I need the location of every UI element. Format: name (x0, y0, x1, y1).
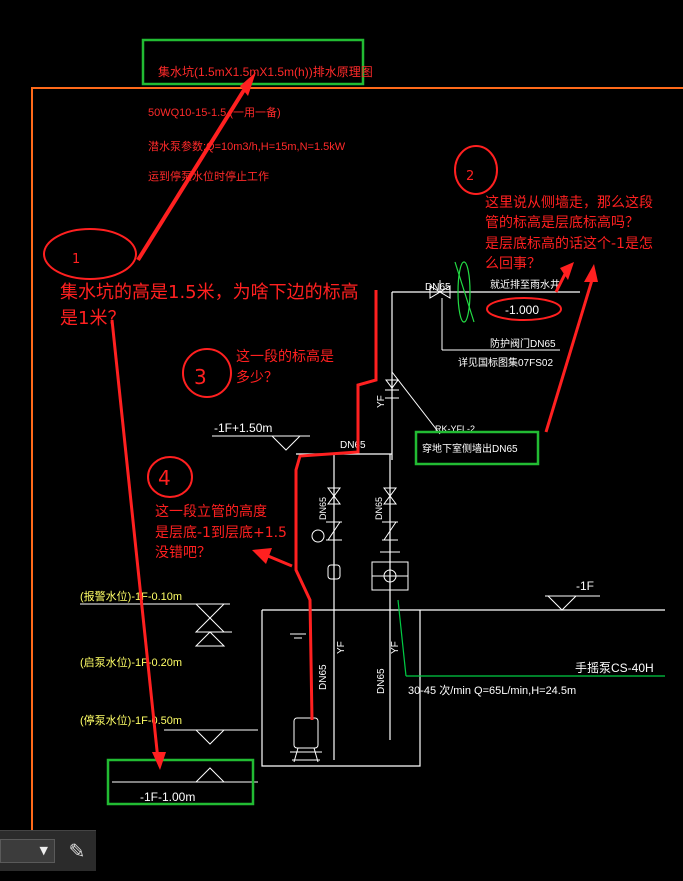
gate-valve-right (383, 487, 397, 505)
edit-button[interactable]: ✎ (62, 837, 92, 865)
annotation-1-text-line2: 是1米？ (60, 308, 125, 329)
annotation-4-arrow (267, 554, 293, 568)
hand-pump-leader (397, 599, 407, 677)
floor-elev-marker (546, 595, 578, 611)
check-valve-upper (385, 379, 399, 399)
elev-150-marker (270, 435, 302, 451)
flexible-joint-icon (327, 564, 341, 580)
pump-note: 运到停泵水位时停止工作 (148, 169, 269, 183)
yf-label-2: YF (390, 641, 401, 654)
hand-pump-label: 手摇泵CS-40H (575, 661, 654, 675)
annotation-4-arrowhead (252, 548, 272, 564)
annotation-2-arrow-long (544, 279, 594, 433)
hand-pump-icon (371, 548, 409, 591)
annotation-2-arrow-short (554, 271, 568, 293)
annotation-2-number: 2 (466, 169, 474, 184)
annotation-2-arrowhead-long (584, 264, 598, 282)
annotation-4-line1: 这一段立管的高度 (155, 503, 267, 520)
level-markers-mid (194, 617, 232, 647)
annotation-2-line2: 管的标高是层底标高吗？ (485, 214, 639, 231)
floor-elev-label: -1F (576, 579, 594, 593)
annotation-4-circle (147, 456, 193, 498)
bottom-elevation: -1F-1.00m (140, 790, 195, 804)
annotation-4-line2: 是层底-1到层底+1.5 (155, 525, 287, 541)
bottom-elev-highlight-box (106, 758, 255, 806)
drawing-canvas[interactable]: 集水坑(1.5mX1.5mX1.5m(h))排水原理图 50WQ10-15-1.… (0, 0, 683, 830)
pressure-gauge-icon (311, 529, 325, 543)
elev-150-label: -1F+1.50m (214, 421, 272, 435)
drawing-title: 集水坑(1.5mX1.5mX1.5m(h))排水原理图 (158, 64, 373, 79)
gate-valve-symbol (429, 280, 451, 299)
check-valve-left (326, 521, 342, 541)
frame-border (31, 87, 683, 830)
layer-dropdown[interactable]: ▼ (0, 839, 55, 863)
level-start: (启泵水位)-1F-0.20m (80, 655, 182, 669)
wall-pipe-highlight-box (414, 430, 540, 466)
dn65-right-label: DN65 (376, 668, 387, 694)
bottom-toolbar: ▼ ✎ (0, 830, 96, 871)
wall-pipe-label: 穿地下室侧墙出DN65 (422, 442, 518, 455)
wall-sleeve-symbol (454, 261, 475, 323)
annotation-1-text-line1: 集水坑的高是1.5米，为啥下边的标高 (60, 282, 359, 303)
annotation-4-number: 4 (158, 466, 171, 490)
submersible-pump-icon (290, 717, 322, 763)
dn65-v1-label: DN65 (318, 497, 328, 520)
wall-pipe-leader (391, 371, 441, 435)
wall-pipe-code: RK-YFL-2 (435, 424, 475, 434)
outlet-label: 就近排至雨水井 (490, 278, 560, 291)
annotation-2-line3: 是层底标高的话这个-1是怎 (485, 235, 653, 252)
edit-icon: ✎ (68, 839, 86, 863)
svg-text:(报警水位)-1F-0.10m: (报警水位)-1F-0.10m (80, 589, 182, 603)
dn65-left-label: DN65 (318, 664, 329, 690)
dn65-mid-label: DN65 (340, 440, 366, 451)
annotation-1-circle (43, 228, 137, 280)
annotation-traced-pipe (294, 290, 378, 721)
annotation-3-line2: 多少？ (236, 369, 278, 386)
annotation-1-arrowhead-down (152, 752, 166, 770)
outlet-elev-circle (486, 297, 562, 321)
sump-pit-outline (261, 610, 421, 767)
annotation-3-line1: 这一段的标高是 (236, 348, 334, 365)
dn65-top-label: DN65 (425, 282, 451, 293)
title-highlight-box (141, 38, 365, 86)
level-stop: (停泵水位)-1F-0.50m (80, 713, 182, 727)
annotation-1-arrowhead-up (240, 72, 256, 96)
annotation-1-arrow-up (136, 88, 246, 262)
chevron-down-icon: ▼ (39, 844, 48, 857)
yf-label-1: YF (336, 641, 347, 654)
gate-valve-left (327, 487, 341, 505)
level-alarm: (报警水位)-1F-0.10m (80, 589, 230, 619)
yf-label-3: YF (376, 395, 387, 408)
annotation-3-number: 3 (194, 365, 207, 389)
annotation-2-arrowhead-short (560, 262, 574, 280)
dn65-v2-label: DN65 (374, 497, 384, 520)
level-markers-low (112, 729, 258, 783)
check-valve-right (382, 521, 398, 541)
annotation-1-number: 1 (72, 252, 80, 267)
valve-label: 防护阀门DN65 (490, 337, 556, 350)
annotation-3-circle (182, 348, 232, 398)
annotation-4-line3: 没错吧？ (155, 545, 211, 561)
annotation-2-line4: 么回事？ (485, 256, 541, 272)
hand-pump-params: 30-45 次/min Q=65L/min,H=24.5m (408, 683, 576, 697)
pump-model: 50WQ10-15-1.5 (一用一备) (148, 105, 281, 119)
annotation-1-arrow-down (110, 319, 160, 761)
outlet-elevation: -1.000 (505, 303, 539, 317)
annotation-2-circle (454, 145, 498, 195)
pump-params: 潜水泵参数:Q=10m3/h,H=15m,N=1.5kW (148, 139, 346, 153)
annotation-2-line1: 这里说从侧墙走，那么这段 (485, 194, 653, 211)
detail-reference: 详见国标图集07FS02 (458, 356, 553, 369)
